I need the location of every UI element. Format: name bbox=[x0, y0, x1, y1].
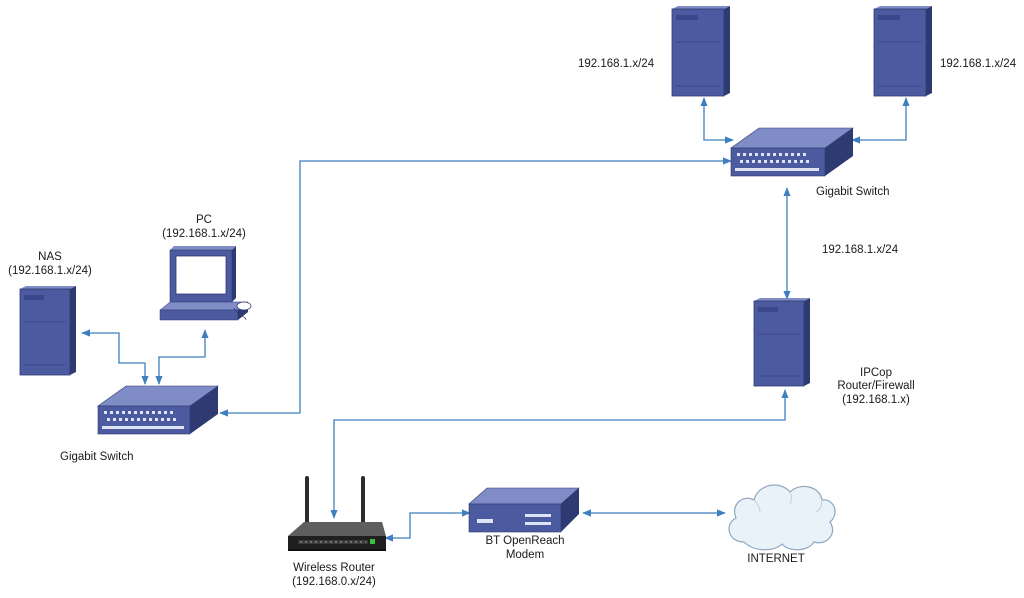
pc-label-line1: PC bbox=[196, 214, 212, 226]
server-left-ip-label: 192.168.1.x/24 bbox=[578, 58, 655, 70]
server-left bbox=[671, 6, 730, 97]
connectors bbox=[81, 97, 910, 542]
cloud-icon bbox=[728, 484, 836, 551]
labels: 192.168.1.x/24 192.168.1.x/24 Gigabit Sw… bbox=[8, 58, 1017, 588]
router-label-line1: Wireless Router bbox=[293, 562, 375, 574]
modem-label-line1: BT OpenReach bbox=[485, 535, 564, 547]
switch-left bbox=[97, 385, 219, 435]
server-icon bbox=[753, 298, 810, 387]
server-ipcop bbox=[753, 298, 810, 387]
nas-label-line1: NAS bbox=[38, 251, 62, 263]
ipcop-label-line3: (192.168.1.x) bbox=[842, 394, 910, 406]
connector-left-switch-top-switch bbox=[219, 157, 732, 417]
pc-icon bbox=[159, 246, 252, 321]
nas-label-line2: (192.168.1.x/24) bbox=[8, 265, 92, 277]
modem-icon bbox=[468, 487, 580, 533]
left-switch-label: Gigabit Switch bbox=[60, 451, 134, 463]
switch-icon bbox=[97, 385, 219, 435]
internet-label: INTERNET bbox=[747, 553, 805, 565]
connector-nas-switch bbox=[81, 329, 149, 385]
pc-label-line2: (192.168.1.x/24) bbox=[162, 228, 246, 240]
connector-server-right-switch bbox=[851, 97, 910, 144]
connector-server-left-switch bbox=[700, 97, 734, 144]
ipcop-label-line1: IPCop bbox=[860, 367, 892, 379]
top-switch-label: Gigabit Switch bbox=[816, 186, 890, 198]
server-icon bbox=[671, 6, 730, 97]
server-right bbox=[873, 6, 932, 97]
server-icon bbox=[873, 6, 932, 97]
connector-pc-switch bbox=[155, 329, 209, 385]
link-ip-label: 192.168.1.x/24 bbox=[822, 244, 899, 256]
router-label-line2: (192.168.0.x/24) bbox=[292, 576, 376, 588]
connector-ipcop-router bbox=[330, 389, 789, 519]
connector-router-modem bbox=[384, 509, 471, 542]
ipcop-label-line2: Router/Firewall bbox=[837, 380, 914, 392]
wireless-router-icon bbox=[288, 476, 386, 551]
server-nas bbox=[19, 286, 76, 376]
switch-top bbox=[730, 127, 854, 177]
modem-label-line2: Modem bbox=[506, 549, 544, 561]
pc bbox=[159, 246, 252, 321]
internet-cloud bbox=[728, 484, 836, 551]
wireless-router bbox=[288, 476, 386, 551]
switch-icon bbox=[730, 127, 854, 177]
server-icon bbox=[19, 286, 76, 376]
modem bbox=[468, 487, 580, 533]
server-right-ip-label: 192.168.1.x/24 bbox=[940, 58, 1017, 70]
